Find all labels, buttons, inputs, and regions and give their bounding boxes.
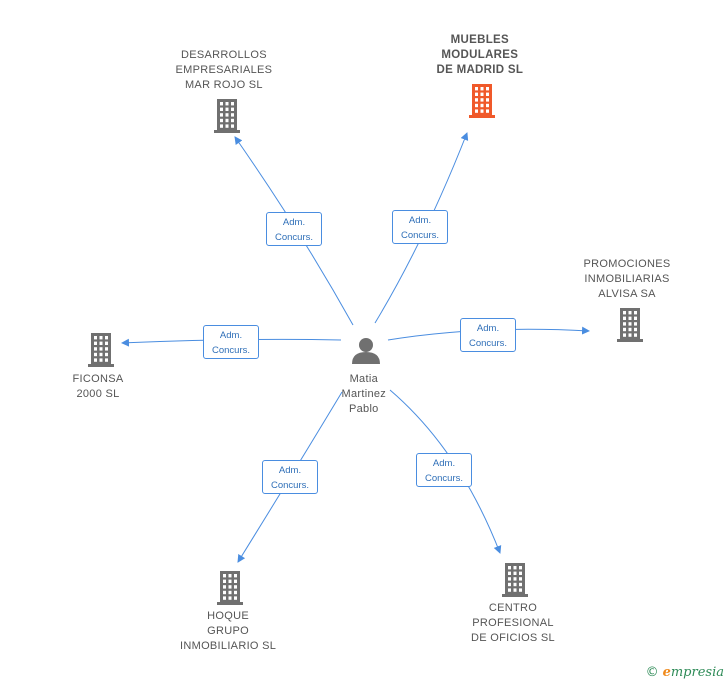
company-name-promociones-line: PROMOCIONES [583,258,671,270]
company-name-desarrollos-line: DESARROLLOS [181,49,267,61]
company-name-hoque-line: INMOBILIARIO SL [180,640,277,652]
relation-label-muebles[interactable]: Adm. Concurs. [392,210,448,244]
company-desarrollos-building-icon[interactable] [214,99,240,133]
person-name-line: Martinez [341,388,387,400]
relation-label-ficonsa[interactable]: Adm. Concurs. [203,325,259,359]
relation-label-line: Concurs. [274,232,313,243]
company-name-muebles-line: MODULARES [441,49,519,61]
company-name-centro-line: DE OFICIOS SL [471,632,555,644]
company-ficonsa-building-icon[interactable] [88,333,114,367]
company-name-centro[interactable]: CENTRO PROFESIONAL DE OFICIOS SL [471,601,555,646]
company-name-hoque-line: HOQUE [207,610,250,622]
relation-label-line: Adm. [476,323,500,334]
company-hoque-building-icon[interactable] [217,571,243,605]
company-name-ficonsa-line: 2000 SL [76,388,120,400]
company-name-ficonsa[interactable]: FICONSA 2000 SL [73,372,124,402]
company-name-muebles[interactable]: MUEBLES MODULARES DE MADRID SL [437,33,524,78]
relation-label-line: Concurs. [400,230,439,241]
company-name-centro-line: CENTRO [488,602,538,614]
copyright-symbol: © [645,665,659,680]
company-centro-building-icon[interactable] [502,563,528,597]
relation-label-line: Adm. [282,217,306,228]
company-muebles-building-icon[interactable] [469,84,495,118]
company-name-muebles-line: MUEBLES [450,34,509,46]
person-name-line: Matia [349,373,378,385]
person-icon[interactable] [352,338,380,364]
brand-name: mpresia [670,665,724,680]
relation-label-line: Adm. [219,330,243,341]
relation-label-line: Concurs. [270,480,309,491]
company-name-hoque[interactable]: HOQUE GRUPO INMOBILIARIO SL [180,609,276,654]
relation-label-line: Concurs. [468,338,507,349]
relation-label-line: Concurs. [424,473,463,484]
company-promociones-building-icon[interactable] [617,308,643,342]
company-name-ficonsa-line: FICONSA [72,373,124,385]
company-name-promociones-line: ALVISA SA [598,288,656,300]
relation-label-centro[interactable]: Adm. Concurs. [416,453,472,487]
brand-initial: e [662,665,671,680]
company-name-hoque-line: GRUPO [207,625,250,637]
relation-label-line: Concurs. [211,345,250,356]
company-name-promociones-line: INMOBILIARIAS [584,273,670,285]
relation-label-line: Adm. [432,458,456,469]
company-name-promociones[interactable]: PROMOCIONES INMOBILIARIAS ALVISA SA [584,257,671,302]
relation-label-hoque[interactable]: Adm. Concurs. [262,460,318,494]
relation-label-line: Adm. [278,465,302,476]
empresia-logo: ©empresia [646,665,724,680]
company-name-desarrollos-line: EMPRESARIALES [175,64,273,76]
company-name-desarrollos-line: MAR ROJO SL [184,79,263,91]
relation-label-desarrollos[interactable]: Adm. Concurs. [266,212,322,246]
person-name-line: Pablo [348,403,379,415]
company-name-desarrollos[interactable]: DESARROLLOS EMPRESARIALES MAR ROJO SL [176,48,273,93]
company-name-muebles-line: DE MADRID SL [436,64,524,76]
relation-label-promociones[interactable]: Adm. Concurs. [460,318,516,352]
relation-label-line: Adm. [408,215,432,226]
company-name-centro-line: PROFESIONAL [472,617,554,629]
